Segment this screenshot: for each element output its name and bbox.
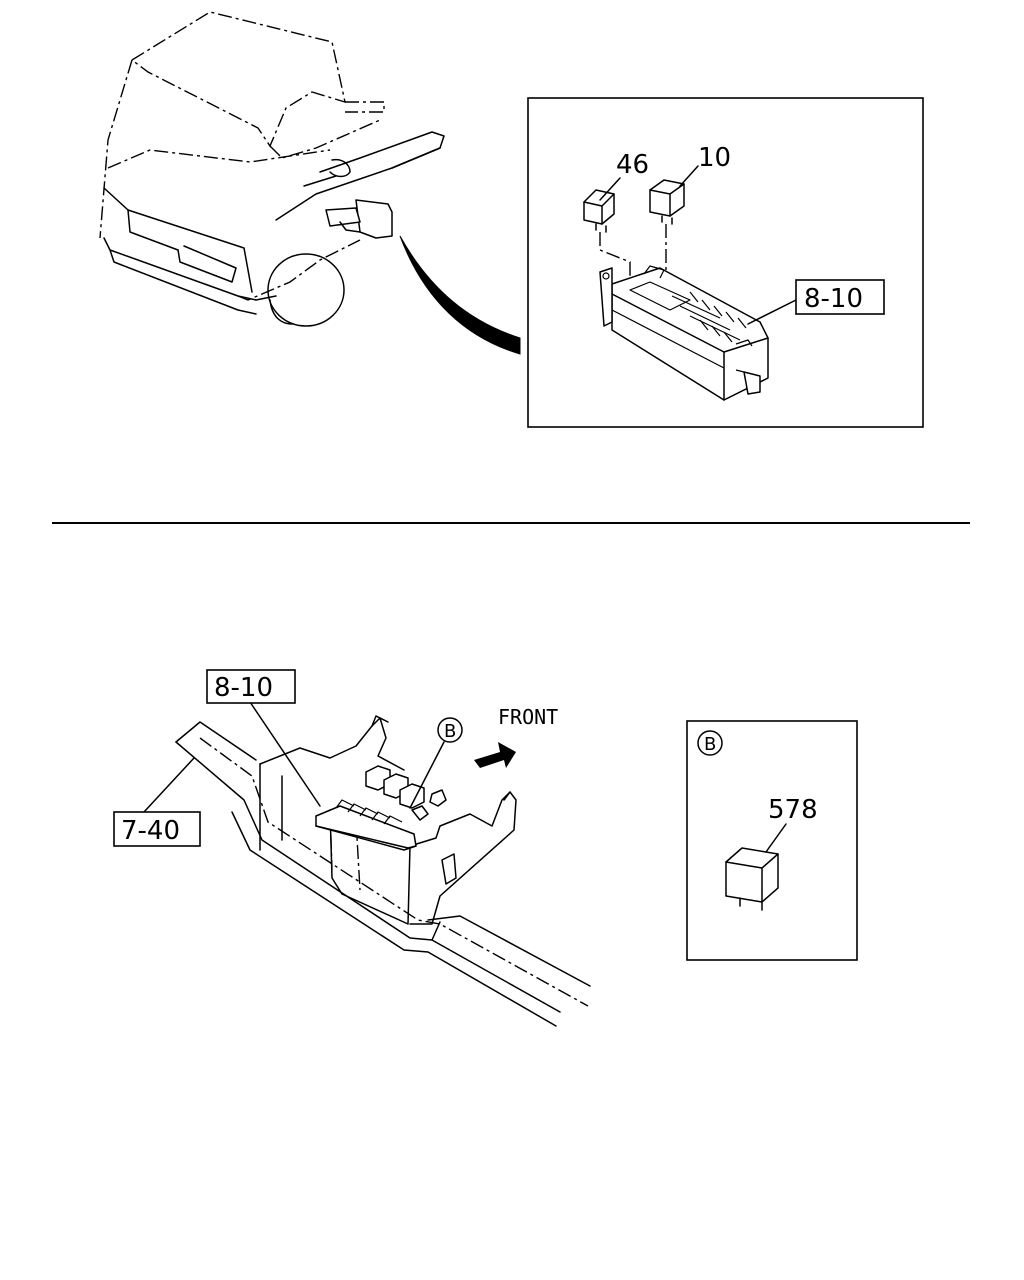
detail-b-panel: B 578	[686, 720, 858, 961]
front-direction-indicator: FRONT	[474, 705, 558, 768]
relay-10-illustration	[649, 179, 685, 225]
relay-46-illustration	[583, 189, 615, 233]
callout-10: 10	[698, 143, 731, 173]
truck-cab-illustration	[99, 11, 445, 327]
front-arrow-icon	[474, 742, 516, 768]
callout-578: 578	[768, 795, 818, 825]
front-label: FRONT	[498, 705, 558, 729]
callout-8-10-bottom-frame	[206, 669, 296, 704]
callout-7-40: 7-40	[121, 816, 180, 846]
detail-leader-wedge	[399, 235, 521, 355]
detail-b-marker: B	[409, 717, 463, 809]
relay-578-illustration	[725, 847, 779, 911]
callout-8-10-frame	[795, 279, 885, 315]
fuse-box-illustration	[599, 265, 769, 401]
callout-46: 46	[616, 150, 649, 180]
frame-installation-illustration	[175, 715, 591, 1027]
top-detail-panel: 46 10 8-10	[527, 97, 924, 428]
callout-7-40-frame	[113, 811, 201, 847]
callout-8-10-bottom: 8-10	[214, 673, 273, 703]
detail-b-panel-marker: B	[704, 734, 716, 755]
callout-8-10: 8-10	[804, 284, 863, 314]
detail-b-marker-label: B	[444, 721, 456, 742]
